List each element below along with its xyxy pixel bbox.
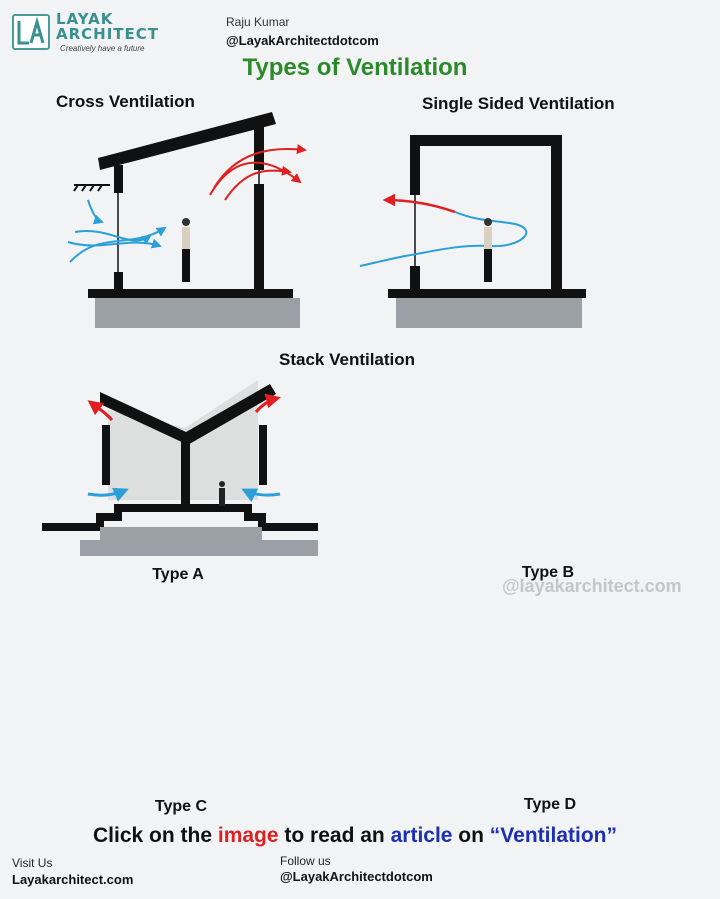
cta-article-word: article — [390, 824, 453, 847]
ground-slab — [95, 298, 300, 328]
logo-tagline: Creatively have a future — [60, 44, 145, 53]
floor-slab — [388, 289, 586, 298]
website-link[interactable]: Layakarchitect.com — [12, 872, 134, 887]
type-b-label: Type B — [521, 564, 575, 581]
watermark: @layakarchitect.com — [502, 576, 682, 596]
ground-slab — [396, 298, 582, 328]
cross-ventilation-title: Cross Ventilation — [56, 92, 195, 111]
left-wall-top — [114, 165, 123, 193]
cross-ventilation-diagram — [67, 112, 307, 328]
person-figure — [484, 218, 492, 282]
cta-text-2: to read an — [278, 824, 391, 847]
floor-slab — [88, 289, 293, 298]
cta-text-1: Click on the — [93, 824, 218, 847]
single-sided-diagram — [359, 135, 586, 328]
author-handle: @LayakArchitectdotcom — [226, 33, 379, 48]
logo-line1: LAYAK — [56, 10, 114, 28]
flat-roof — [410, 135, 562, 146]
type-a-label: Type A — [152, 566, 204, 583]
visit-label: Visit Us — [12, 856, 53, 870]
person-figure — [182, 218, 190, 282]
logo-line2: ARCHITECT — [56, 25, 160, 43]
right-wall-bottom — [254, 184, 264, 292]
logo-icon — [17, 16, 45, 45]
author-name: Raju Kumar — [226, 15, 290, 29]
right-wall — [551, 135, 562, 292]
logo-wordmark: LAYAK ARCHITECT — [56, 12, 166, 42]
canopy — [73, 184, 110, 192]
left-wall-bottom — [410, 266, 420, 292]
left-wall-bottom — [114, 272, 123, 292]
stack-ventilation-title: Stack Ventilation — [279, 350, 416, 369]
person-figure — [219, 481, 225, 506]
cta-image-word: image — [217, 824, 279, 847]
cta-text-3: on — [452, 824, 490, 847]
sloped-roof — [98, 112, 276, 170]
cta-topic-word: “Ventilation” — [489, 824, 617, 847]
right-wall-top — [254, 120, 264, 170]
article-link[interactable]: Click on the image to read an article on… — [0, 824, 710, 848]
social-handle-link[interactable]: @LayakArchitectdotcom — [280, 869, 433, 884]
left-wall-top — [410, 135, 420, 195]
follow-label: Follow us — [280, 854, 331, 868]
logo-mark — [12, 14, 50, 50]
type-c-label: Type C — [154, 798, 208, 815]
single-sided-ventilation-title: Single Sided Ventilation — [422, 94, 615, 113]
page-title: Types of Ventilation — [242, 54, 468, 81]
stack-type-a-diagram — [42, 380, 318, 556]
type-d-label: Type D — [523, 796, 577, 813]
